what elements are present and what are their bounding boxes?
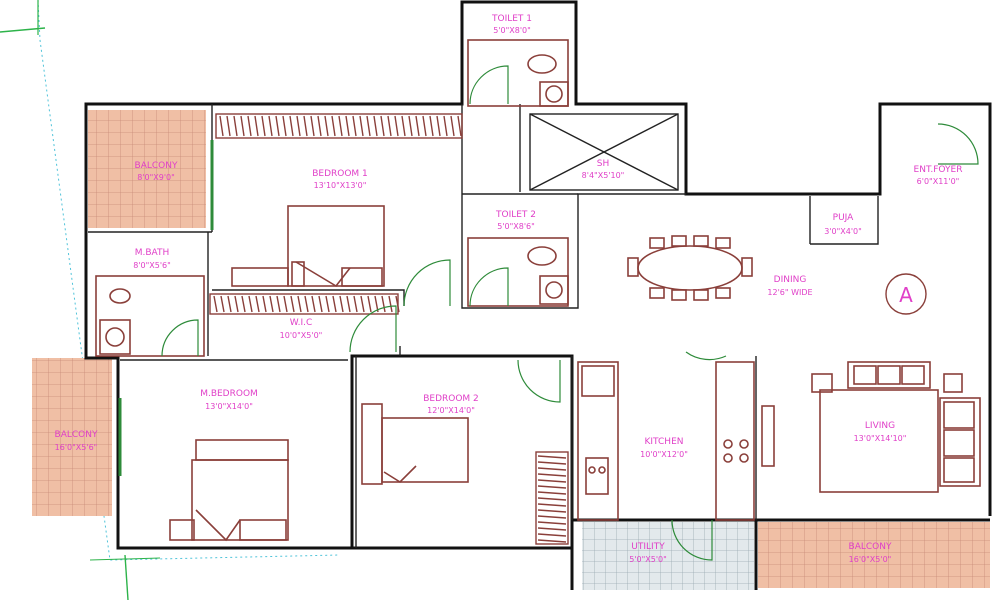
label-living: LIVING — [865, 421, 895, 431]
unit-marker: A — [885, 273, 927, 315]
wardrobe-bedroom1 — [215, 113, 463, 139]
label-dining: DINING — [774, 275, 807, 285]
label-balcony-top-left: BALCONY — [135, 161, 178, 171]
dim-bedroom2: 12'0"X14'0" — [427, 406, 475, 415]
bed-bedroom1 — [231, 205, 385, 288]
dim-wic: 10'0"X5'0" — [280, 331, 323, 340]
label-mbath: M.BATH — [135, 248, 170, 258]
toilet1-fixtures — [467, 39, 569, 107]
site-boundary — [0, 0, 341, 600]
unit-marker-letter: A — [899, 283, 913, 307]
living-sofa-set — [761, 361, 981, 493]
label-sh: SH — [597, 159, 609, 169]
label-wic: W.I.C — [290, 318, 313, 328]
dining-table — [627, 235, 753, 301]
doors — [118, 65, 979, 561]
label-kitchen: KITCHEN — [645, 437, 684, 447]
label-bedroom1: BEDROOM 1 — [312, 169, 368, 179]
label-utility: UTILITY — [631, 542, 665, 552]
dim-mbedroom: 13'0"X14'0" — [205, 402, 253, 411]
dim-toilet1: 5'0"X8'0" — [493, 26, 531, 35]
wardrobe-bedroom2 — [535, 451, 569, 545]
dim-balcony-left: 16'0"X5'6" — [55, 443, 98, 452]
label-bedroom2: BEDROOM 2 — [423, 394, 479, 404]
toilet2-fixtures — [467, 237, 569, 307]
balcony-top-left-floor — [88, 110, 206, 228]
dim-toilet2: 5'0"X8'6" — [497, 222, 535, 231]
bed-bedroom2 — [361, 403, 469, 485]
dim-utility: 5'0"X5'0" — [629, 555, 667, 564]
dim-balcony-bottom: 16'0"X5'0" — [849, 555, 892, 564]
dim-entfoyer: 6'0"X11'0" — [917, 177, 960, 186]
balcony-left-floor — [32, 358, 112, 516]
label-balcony-left: BALCONY — [55, 430, 98, 440]
dim-living: 13'0"X14'10" — [854, 434, 907, 443]
utility-floor — [582, 522, 754, 590]
dim-puja: 3'0"X4'0" — [824, 227, 862, 236]
label-balcony-bottom: BALCONY — [849, 542, 892, 552]
dim-dining: 12'6" WIDE — [767, 288, 812, 297]
label-puja: PUJA — [833, 213, 855, 223]
bed-mbedroom — [169, 439, 289, 542]
room-labels: TOILET 1 5'0"X8'0" BEDROOM 1 13'10"X13'0… — [55, 14, 963, 564]
wardrobe-wic — [209, 293, 400, 315]
mbath-fixtures — [95, 275, 205, 357]
dim-bedroom1: 13'10"X13'0" — [314, 181, 367, 190]
dim-mbath: 8'0"X5'6" — [133, 261, 171, 270]
dim-balcony-top-left: 8'0"X9'0" — [137, 173, 175, 182]
balcony-bottom-floor — [758, 522, 990, 588]
label-entfoyer: ENT.FOYER — [914, 165, 963, 175]
label-mbedroom: M.BEDROOM — [200, 389, 258, 399]
kitchen-counter — [577, 361, 755, 521]
label-toilet1: TOILET 1 — [491, 14, 532, 24]
walls — [84, 0, 992, 590]
dim-sh: 8'4"X5'10" — [582, 171, 625, 180]
label-toilet2: TOILET 2 — [495, 210, 536, 220]
dim-kitchen: 10'0"X12'0" — [640, 450, 688, 459]
